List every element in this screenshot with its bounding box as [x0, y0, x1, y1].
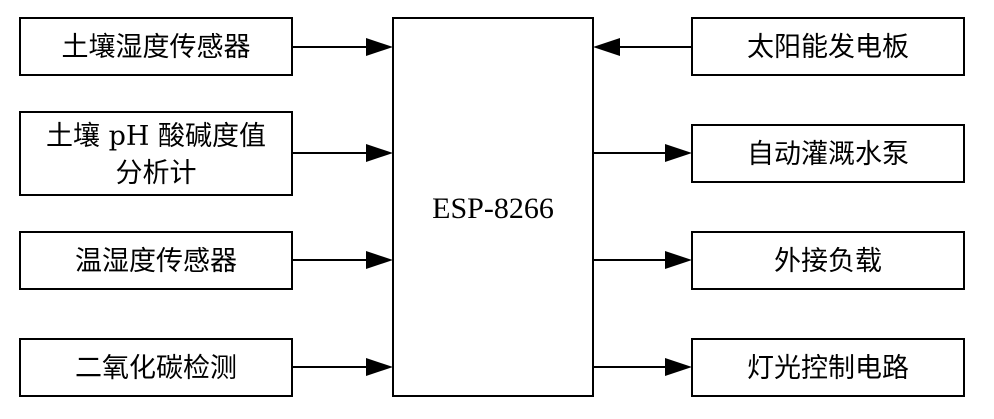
output-block-label: 自动灌溉水泵	[747, 139, 909, 170]
arrowhead	[665, 144, 692, 162]
input-block-temp-humidity: 温湿度传感器	[19, 231, 293, 290]
input-block-label: 二氧化碳检测	[75, 353, 237, 384]
output-block-label: 外接负载	[774, 246, 882, 277]
arrowhead	[665, 251, 692, 269]
input-block-soil-ph: 土壤 pH 酸碱度值 分析计	[19, 111, 293, 196]
arrowhead	[665, 358, 692, 376]
arrowhead	[366, 144, 393, 162]
input-block-frame	[19, 17, 293, 76]
arrow-center-to-irrigation-pump	[593, 144, 692, 162]
center-block: ESP-8266	[392, 17, 594, 397]
input-block-label: 温湿度传感器	[75, 246, 237, 277]
arrowhead	[366, 251, 393, 269]
input-block-label-line1: 土壤 pH 酸碱度值	[46, 121, 266, 152]
output-block-frame	[691, 338, 965, 397]
arrowhead	[593, 38, 620, 56]
output-block-frame	[691, 124, 965, 183]
arrowhead	[366, 38, 393, 56]
center-block-label: ESP-8266	[432, 192, 554, 225]
arrow-soil-moisture-to-center	[292, 38, 393, 56]
input-block-frame	[19, 338, 293, 397]
input-block-soil-moisture: 土壤湿度传感器	[19, 17, 293, 76]
input-block-co2: 二氧化碳检测	[19, 338, 293, 397]
output-block-label: 灯光控制电路	[747, 353, 909, 384]
arrow-center-to-lighting-control	[593, 358, 692, 376]
input-block-label-line2: 分析计	[116, 158, 197, 189]
arrowhead	[366, 358, 393, 376]
input-block-label: 土壤湿度传感器	[62, 32, 251, 63]
center-block-frame	[392, 17, 594, 397]
output-block-external-load: 外接负载	[691, 231, 965, 290]
output-block-frame	[691, 231, 965, 290]
input-block-frame	[19, 111, 293, 196]
output-block-irrigation-pump: 自动灌溉水泵	[691, 124, 965, 183]
output-block-solar-panel: 太阳能发电板	[691, 17, 965, 76]
arrow-solar-panel-to-center	[593, 38, 692, 56]
arrow-temp-humidity-to-center	[292, 251, 393, 269]
output-block-label: 太阳能发电板	[747, 32, 909, 63]
arrow-soil-ph-to-center	[292, 144, 393, 162]
output-block-lighting-control: 灯光控制电路	[691, 338, 965, 397]
arrow-center-to-external-load	[593, 251, 692, 269]
arrow-co2-to-center	[292, 358, 393, 376]
